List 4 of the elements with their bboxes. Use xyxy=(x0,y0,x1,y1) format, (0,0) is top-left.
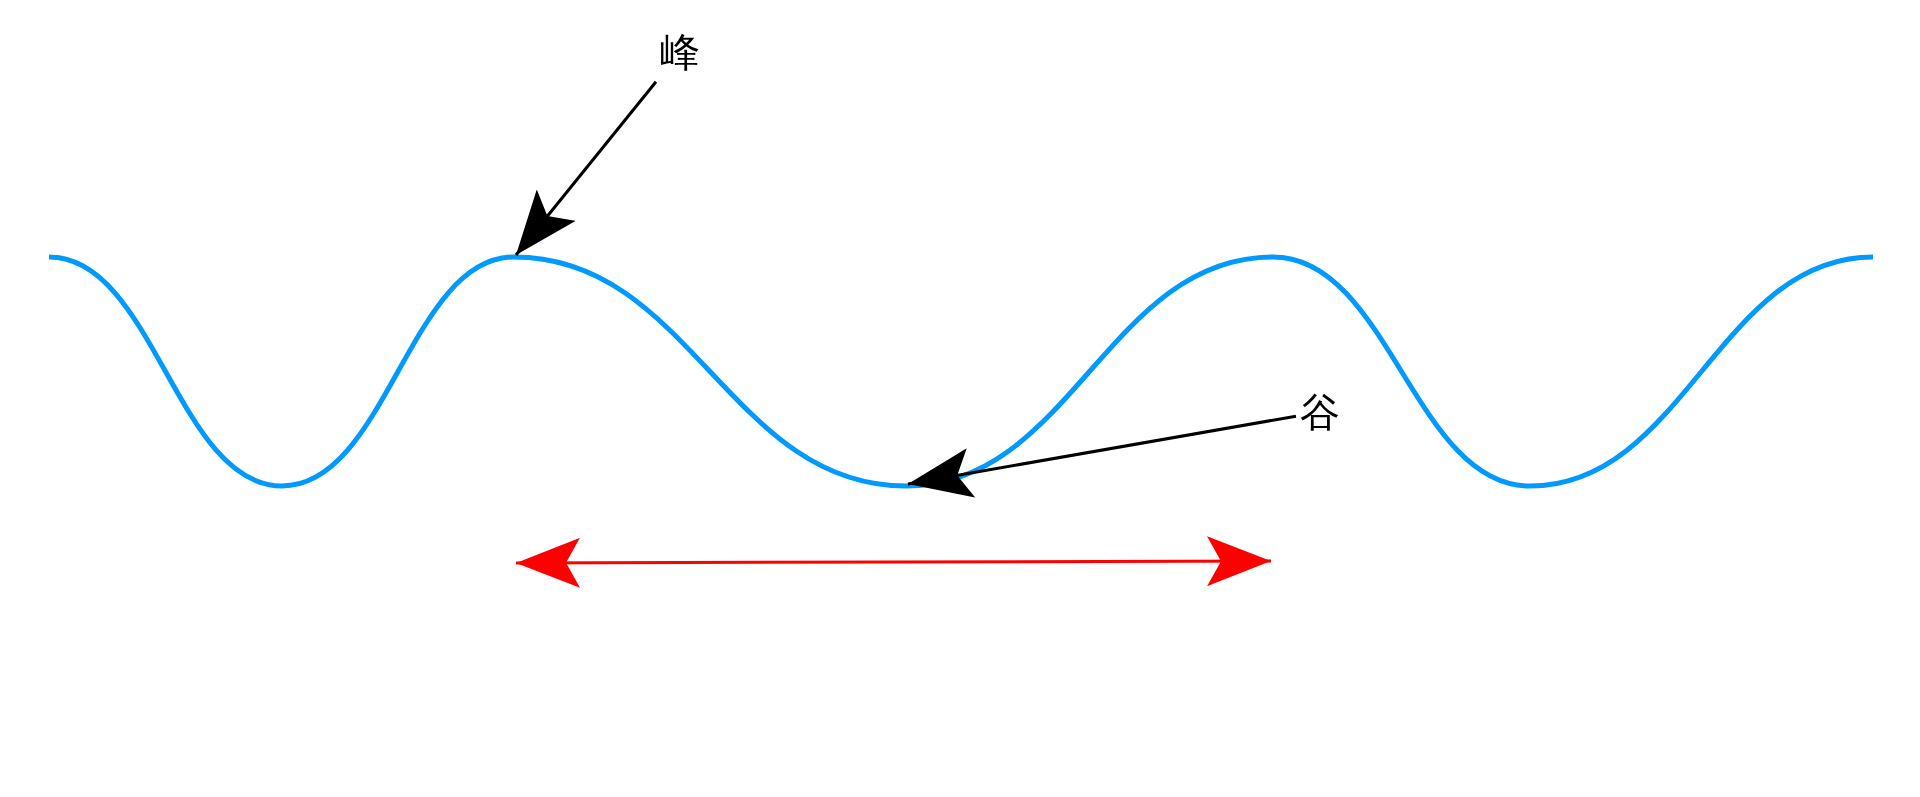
callout-label: 峰 xyxy=(660,32,700,72)
callout-label: 谷 xyxy=(1300,392,1340,432)
leader-line xyxy=(514,80,658,256)
leader-line xyxy=(907,414,1297,498)
